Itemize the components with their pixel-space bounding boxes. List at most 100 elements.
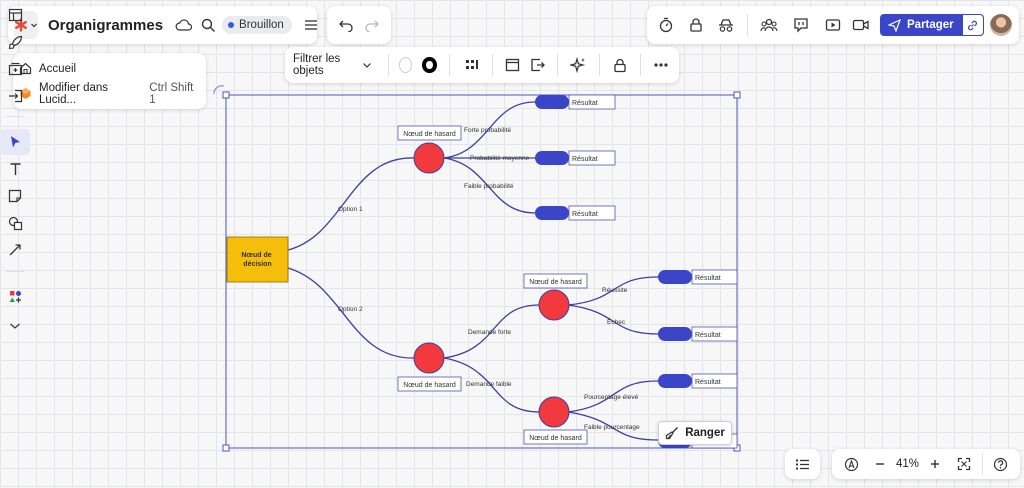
accessibility-icon[interactable] [838,451,864,477]
svg-text:Nœud de hasard: Nœud de hasard [529,279,582,286]
menu-item-edit-in-lucid[interactable]: Modifier dans Lucid... Ctrl Shift 1 [13,81,206,106]
export-icon[interactable] [527,52,547,78]
collaborators-icon[interactable] [756,12,782,38]
comment-icon[interactable] [788,12,814,38]
decision-node-label-line2: décision [243,261,271,268]
cloud-sync-icon[interactable] [175,18,193,32]
zoom-level[interactable]: 41% [895,458,919,470]
expand-tools-button[interactable] [0,313,30,339]
share-button[interactable]: Partager [880,14,984,36]
chevron-down-icon [30,21,38,29]
lucid-asterisk-logo-icon [14,18,28,32]
rotate-handle[interactable] [213,85,225,95]
result-label: Résultat [572,100,598,107]
copy-link-button[interactable] [961,14,984,36]
undo-redo-bar [327,6,391,44]
chance-node-label: Nœud de hasard [523,273,588,289]
shapes-icon [8,216,23,231]
divider [6,271,24,272]
timer-icon[interactable] [653,12,679,38]
zoom-controls: 41% [832,449,1020,479]
divider [639,54,641,76]
result-label: Résultat [695,379,721,386]
fill-color-swatch[interactable] [399,57,413,73]
hamburger-menu-icon[interactable] [304,19,318,31]
filter-objects-select[interactable]: Filtrer les objets [293,53,380,77]
shape-library-tool[interactable] [0,283,30,309]
chevron-down-icon [362,61,372,69]
result-node[interactable]: Résultat [658,373,738,389]
divider [448,54,450,76]
result-label: Résultat [572,211,598,218]
edge-label-option1: Option 1 [338,206,363,213]
result-node[interactable]: Résultat [658,269,738,285]
result-node[interactable]: Résultat [535,150,616,166]
pointer-arrow-icon [9,135,22,149]
present-icon[interactable] [820,12,846,38]
draft-status-label: Brouillon [239,19,284,31]
user-avatar[interactable] [989,14,1012,36]
divider [6,116,24,117]
stroke-color-swatch[interactable] [422,57,437,73]
templates-tool[interactable] [0,29,30,55]
chance-node[interactable] [538,396,570,428]
text-icon [9,162,22,176]
decision-node[interactable]: Nœud de décision [226,236,289,283]
text-options-icon[interactable] [461,52,481,78]
text-tool[interactable] [0,156,30,182]
lucid-logo-icon [19,87,32,100]
zoom-in-icon[interactable] [922,451,948,477]
result-label: Résultat [695,275,721,282]
divider [491,54,493,76]
result-node[interactable]: Résultat [658,326,738,342]
help-icon[interactable] [988,451,1014,477]
svg-text:Nœud de hasard: Nœud de hasard [403,131,456,138]
edge-label-mid-prob: Probabilité moyenne [470,155,530,162]
menu-item-shortcut: Ctrl Shift 1 [149,81,194,106]
svg-text:Nœud de hasard: Nœud de hasard [403,382,456,389]
edge-label-low-pct: Faible pourcentage [584,424,640,431]
share-label: Partager [907,19,954,31]
document-title[interactable]: Organigrammes [48,16,164,34]
share-main[interactable]: Partager [880,18,962,32]
search-icon[interactable] [201,18,216,33]
chance-node-label: Nœud de hasard [523,429,588,445]
draft-status-badge[interactable]: Brouillon [222,16,292,34]
fit-to-screen-icon[interactable] [951,451,977,477]
chance-node[interactable] [413,142,445,174]
redo-icon[interactable] [364,18,380,32]
import-tool[interactable] [0,83,30,109]
select-tool[interactable] [0,129,30,155]
chance-node-label: Nœud de hasard [397,125,462,141]
add-frame-tool[interactable] [0,56,30,82]
app-menu-button[interactable] [14,11,38,39]
sticky-note-tool[interactable] [0,183,30,209]
edge-label-success: Réussite [602,287,628,294]
table-tool[interactable] [0,2,30,28]
undo-icon[interactable] [338,18,354,32]
send-icon [888,18,901,32]
line-tool[interactable] [0,237,30,263]
collaboration-lock-icon[interactable] [683,12,709,38]
sparkle-ai-icon[interactable] [568,52,588,78]
video-call-icon[interactable] [848,12,874,38]
container-icon[interactable] [503,52,523,78]
result-node[interactable]: Résultat [535,94,616,110]
edge-label-low-prob: Faible probabilité [464,183,514,190]
table-icon [8,8,23,22]
lock-icon[interactable] [609,52,629,78]
tidy-up-button[interactable]: Ranger [658,421,732,445]
edge-label-option2: Option 2 [338,306,363,313]
outline-panel-button[interactable] [785,449,820,479]
result-node[interactable]: Résultat [535,205,616,221]
shapes-tool[interactable] [0,210,30,236]
menu-item-home[interactable]: Accueil [13,56,206,81]
more-options-icon[interactable] [651,52,671,78]
chance-node[interactable] [413,342,445,374]
zoom-out-icon[interactable] [867,451,893,477]
incognito-icon[interactable] [713,12,739,38]
chance-node[interactable] [538,289,570,321]
connector-lines [287,101,659,441]
link-icon [966,19,979,32]
